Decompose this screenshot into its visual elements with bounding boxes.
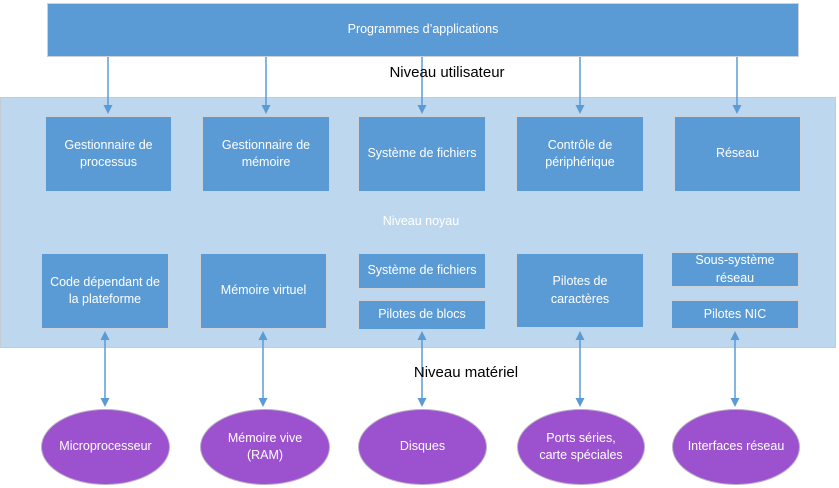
box-label: Gestionnaire de processus	[64, 137, 153, 170]
ellipse-memoire-vive-ram: Mémoire vive (RAM)	[200, 409, 330, 485]
box-pilotes-nic: Pilotes NIC	[671, 300, 799, 329]
arrow-up-down-icon	[100, 331, 110, 407]
arrow-down-icon	[417, 57, 427, 114]
box-label: Système de fichiers	[367, 146, 477, 161]
arrow-down-icon	[732, 57, 742, 114]
box-pilotes-caracteres: Pilotes de caractères	[516, 253, 644, 328]
box-pilotes-blocs: Pilotes de blocs	[358, 300, 486, 330]
arrow-down-icon	[103, 57, 113, 114]
box-label: Sous-système réseau	[695, 253, 775, 285]
arrow-up-down-icon	[258, 331, 268, 407]
label-niveau-utilisateur: Niveau utilisateur	[389, 64, 505, 81]
box-label: Réseau	[715, 146, 760, 161]
box-label: Pilotes NIC	[703, 306, 767, 321]
arrow-up-down-icon	[417, 331, 427, 407]
arrow-down-icon	[261, 57, 271, 114]
ellipse-label: Mémoire vive (RAM)	[227, 430, 303, 463]
box-code-dependant-plateforme: Code dépendant de la plateforme	[41, 253, 169, 329]
box-label: Programmes d’applications	[347, 22, 499, 37]
arrow-up-down-icon	[575, 331, 585, 407]
arrow-up-down-icon	[730, 331, 740, 407]
box-systeme-fichiers-bas: Système de fichiers	[358, 253, 486, 289]
box-memoire-virtuel: Mémoire virtuel	[200, 253, 327, 329]
box-label: Système de fichiers	[367, 263, 477, 278]
ellipse-label: Interfaces réseau	[687, 439, 785, 454]
ellipse-interfaces-reseau: Interfaces réseau	[672, 409, 800, 485]
box-systeme-fichiers-haut: Système de fichiers	[358, 116, 486, 192]
box-label: Code dépendant de la plateforme	[50, 274, 160, 307]
box-sous-systeme-reseau: Sous-système réseau	[671, 252, 799, 287]
box-label: Mémoire virtuel	[220, 283, 307, 298]
label-niveau-materiel: Niveau matériel	[413, 364, 519, 381]
ellipse-microprocesseur: Microprocesseur	[41, 409, 170, 485]
box-controle-peripherique: Contrôle de périphérique	[516, 116, 644, 192]
ellipse-label: Disques	[399, 439, 446, 454]
label-niveau-noyau: Niveau noyau	[382, 214, 460, 228]
arrow-down-icon	[575, 57, 585, 114]
box-label: Pilotes de blocs	[378, 307, 466, 322]
ellipse-ports-series-carte-speciales: Ports séries, carte spéciales	[517, 409, 645, 485]
box-programmes-applications: Programmes d’applications	[47, 3, 799, 57]
box-reseau: Réseau	[674, 116, 801, 192]
ellipse-disques: Disques	[358, 409, 487, 485]
box-gestionnaire-memoire: Gestionnaire de mémoire	[202, 116, 330, 192]
ellipse-label: Ports séries, carte spéciales	[539, 430, 623, 463]
box-gestionnaire-processus: Gestionnaire de processus	[45, 116, 172, 192]
box-label: Gestionnaire de mémoire	[221, 137, 311, 170]
box-label: Contrôle de périphérique	[545, 137, 615, 170]
ellipse-label: Microprocesseur	[59, 439, 152, 454]
box-label: Pilotes de caractères	[550, 274, 610, 306]
